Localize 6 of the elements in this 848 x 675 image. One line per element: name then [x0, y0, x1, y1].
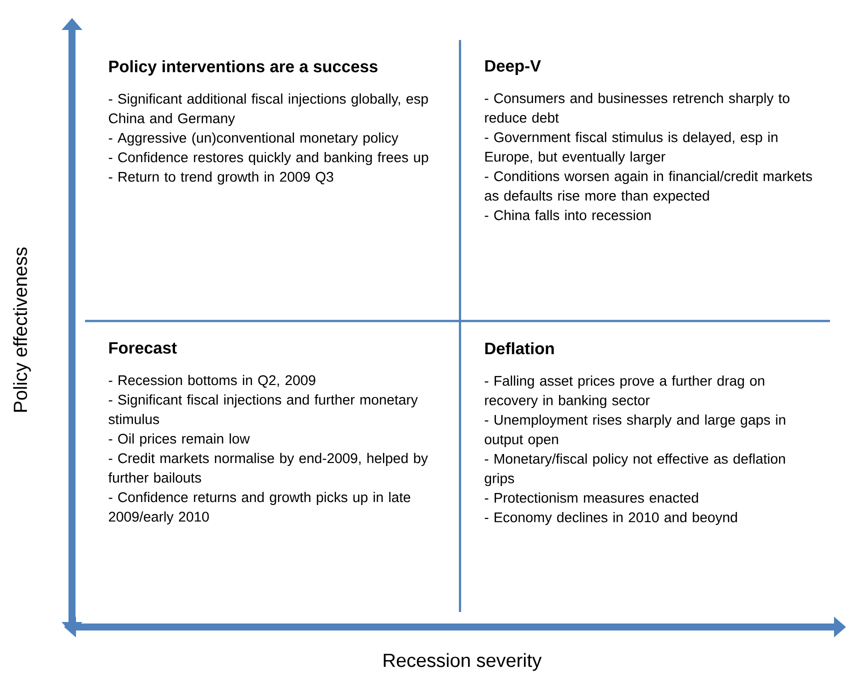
axis-label: Recession severity: [384, 653, 542, 671]
quadrant-text: Deep-V - Consumers and businesses retrench sharply to reduce debt - Government fiscal stimulus is delayed, esp in Europe, but eventually larger - Conditions worsen again in financial/credit markets as defaults rise more than expected - China falls into recession: [484, 60, 812, 220]
quadrant-text: Policy interventions are a success - Significant additional fiscal injections globally, esp China and Germany - Aggressive (un)conventional monetary policy - Confidence restores quickly and banking frees up - Return to trend growth in 2009 Q3: [108, 60, 428, 185]
quadrant-text: Deflation - Falling asset prices prove a further drag on recovery in banking sector - Unemployment rises sharply and large gaps in output open - Monetary/fiscal policy not effective as deflation grips - Protectionism measures enacted - Economy declines in 2010 and beoynd: [484, 342, 786, 526]
axis-label: Policy effectiveness: [13, 247, 31, 412]
quadrant-text: Forecast - Recession bottoms in Q2, 2009 - Significant fiscal injections and further monetary stimulus - Oil prices remain low - Credit markets normalise by end-2009, helped by further bailouts - Confidence returns and growth picks up in late 2009/early 2010: [108, 342, 428, 524]
